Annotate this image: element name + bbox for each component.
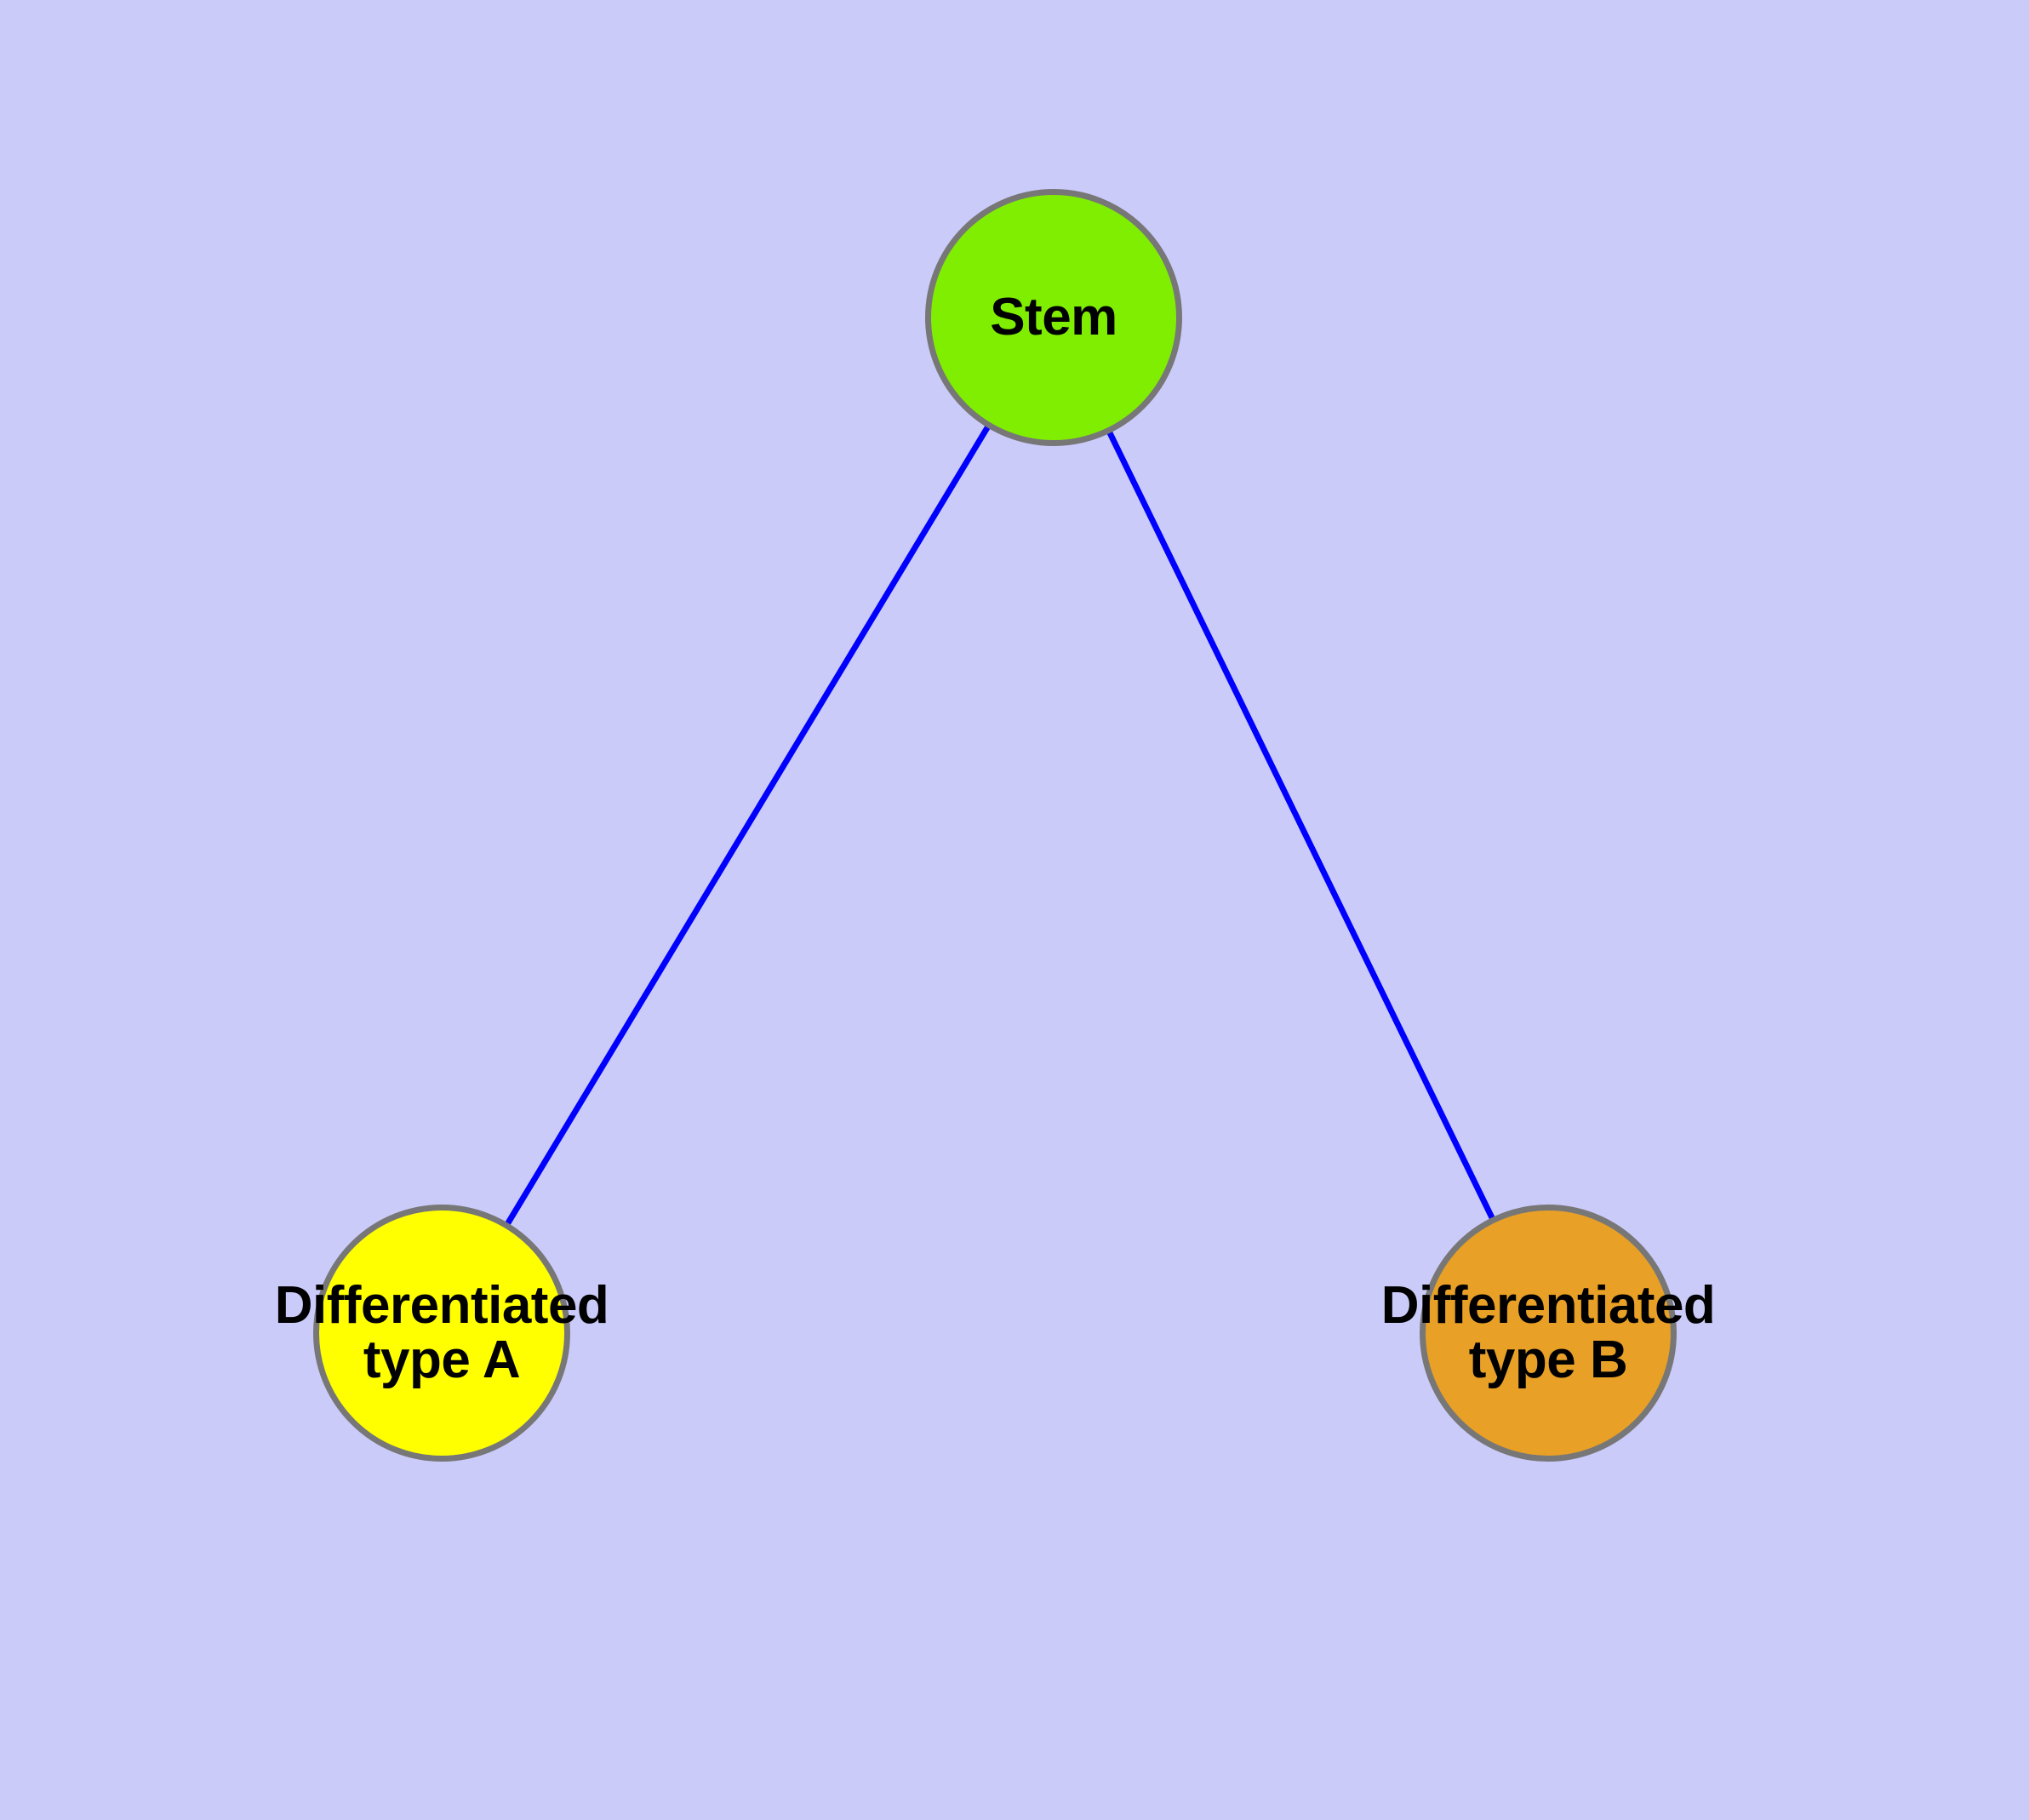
- node-label-stem: Stem: [671, 290, 1437, 345]
- edge-stem-diff-a[interactable]: [503, 423, 992, 1228]
- node-label-line: Stem: [990, 288, 1117, 347]
- edge-stem-diff-b[interactable]: [1106, 428, 1496, 1222]
- node-label-line: Differentiated: [274, 1276, 609, 1336]
- node-diff_b[interactable]: [1420, 1205, 1677, 1462]
- node-label-line: Differentiated: [1380, 1276, 1716, 1336]
- node-stem[interactable]: [925, 189, 1182, 446]
- node-label-line: type B: [1468, 1330, 1628, 1389]
- node-diff_a[interactable]: [313, 1205, 570, 1462]
- node-label-line: type A: [363, 1330, 521, 1389]
